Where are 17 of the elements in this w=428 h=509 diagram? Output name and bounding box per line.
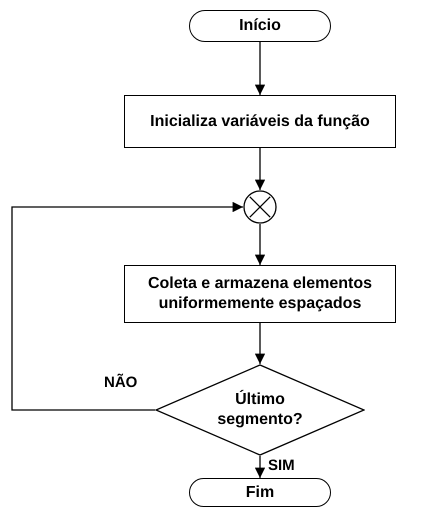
arrow: [254, 148, 266, 190]
arrow: [254, 456, 266, 478]
process-box: [124, 265, 396, 323]
node-text: Último segmento?: [216, 390, 304, 430]
node-text: Coleta e armazena elementos uniformemente espaçados: [146, 274, 374, 314]
decision-diamond: [155, 364, 365, 456]
summing-junction-circle: [243, 190, 277, 224]
arrow: [254, 323, 266, 364]
terminal-box: [189, 10, 331, 42]
arrow: [254, 42, 266, 95]
arrow: [254, 224, 266, 265]
terminal-box: [189, 478, 331, 507]
process-box: [124, 95, 396, 148]
node-text: Inicializa variáveis da função: [150, 112, 370, 132]
node-text: Fim: [246, 482, 274, 502]
node-text: Início: [239, 16, 281, 36]
arrow: [11, 202, 243, 411]
